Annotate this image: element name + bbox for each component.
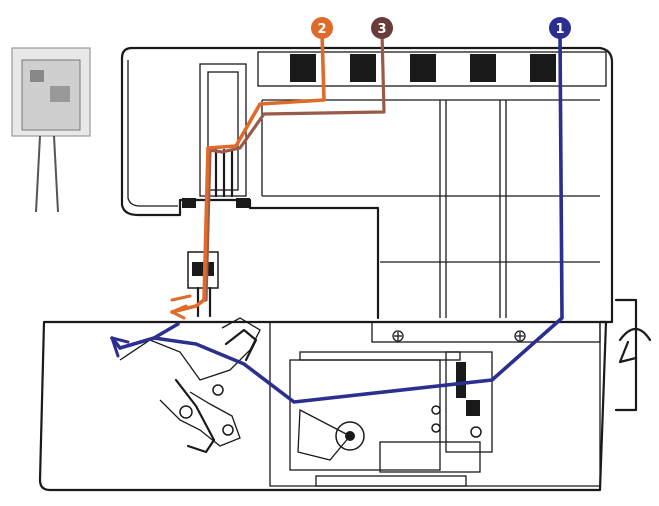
thread-path-1 (110, 32, 564, 404)
marker-1: 1 (549, 17, 571, 39)
thread-end-arrow-1 (110, 336, 130, 358)
thread-path-3 (204, 30, 386, 302)
needle-detail-inset (11, 47, 91, 213)
thread-end-arrow-2 (170, 294, 192, 320)
machine-lower-base (38, 298, 652, 492)
marker-1-label: 1 (555, 22, 564, 37)
thread-path-2 (170, 30, 326, 314)
machine-upper-body (120, 46, 614, 324)
marker-2-label: 2 (317, 22, 326, 37)
marker-2: 2 (311, 17, 333, 39)
marker-3: 3 (371, 17, 393, 39)
marker-3-label: 3 (377, 22, 386, 37)
